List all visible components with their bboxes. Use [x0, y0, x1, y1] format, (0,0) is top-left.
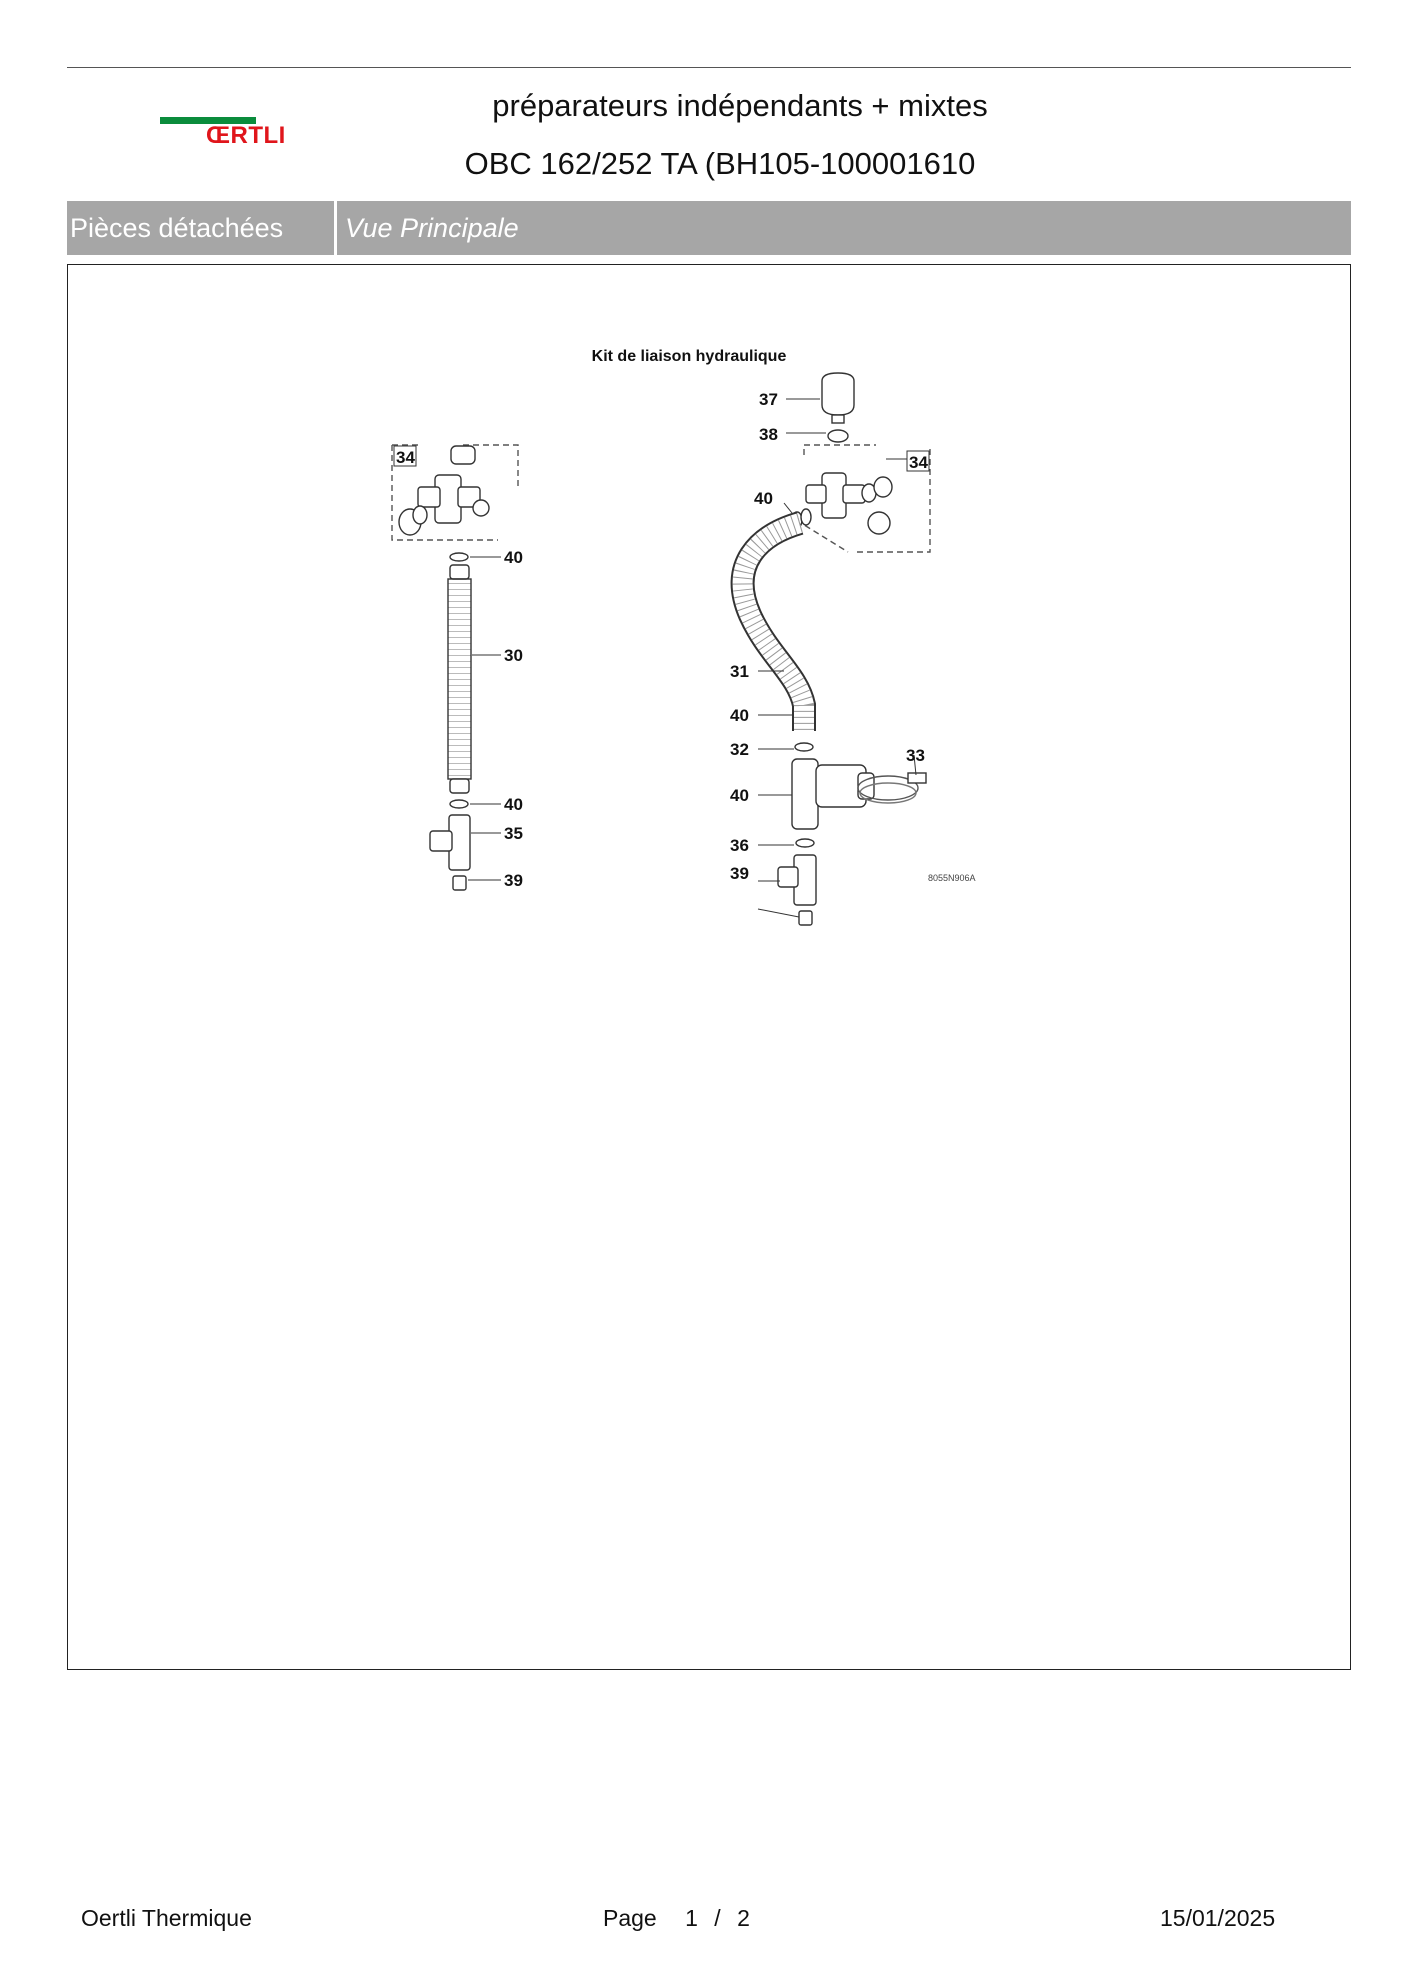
diagram-panel: Kit de liaison hydraulique: [67, 264, 1351, 1670]
model-reference: OBC 162/252 TA (BH105-100001610: [464, 146, 976, 181]
washer-38: [827, 429, 849, 443]
top-rule: [67, 67, 1351, 68]
footer-page-number: Page 1 / 2: [603, 1905, 750, 1932]
oertli-logo: ŒRTLI: [158, 112, 308, 152]
label-36: 36: [730, 836, 749, 855]
flexible-pipe-30: [447, 578, 472, 780]
diagram-title: Kit de liaison hydraulique: [592, 348, 787, 365]
plug-39: [452, 875, 467, 891]
plug-39-right: [798, 910, 813, 926]
label-40-left-b: 40: [504, 795, 523, 814]
footer-date: 15/01/2025: [1160, 1905, 1276, 1931]
power-cable-33: [857, 775, 919, 801]
page-current: 1: [685, 1905, 698, 1931]
left-group-box: [391, 445, 498, 541]
label-38: 38: [759, 425, 778, 444]
label-39-right: 39: [730, 864, 749, 883]
label-40-right-b: 40: [730, 706, 749, 725]
logo-text: ŒRTLI: [206, 122, 286, 149]
left-labels: 34 40 30 40 35 39: [393, 445, 523, 890]
section-label-parts: Pièces détachées: [67, 201, 337, 255]
label-34-left: 34: [396, 448, 415, 467]
label-32: 32: [730, 740, 749, 759]
o-ring-top: [449, 552, 469, 562]
page-separator: /: [714, 1905, 721, 1931]
diagram-reference-code: 8055N906A: [928, 873, 976, 883]
cap-part: [450, 445, 476, 465]
logo-green-bar: [160, 117, 256, 124]
page-label: Page: [603, 1905, 657, 1931]
air-vent-37: [821, 372, 855, 416]
o-ring-bottom: [449, 799, 469, 809]
circulator-pump-32: [791, 758, 819, 830]
right-assembly: [730, 372, 931, 926]
label-35: 35: [504, 824, 523, 843]
section-header-bar: Pièces détachées Vue Principale: [67, 201, 1351, 255]
label-30: 30: [504, 646, 523, 665]
label-34-right: 34: [909, 453, 928, 472]
label-40-right-c: 40: [730, 786, 749, 805]
document-title: préparateurs indépendants + mixtes: [492, 88, 988, 123]
footer-company: Oertli Thermique: [81, 1905, 252, 1931]
section-label-view: Vue Principale: [345, 213, 519, 243]
label-40-right-a: 40: [754, 489, 773, 508]
label-33: 33: [906, 746, 925, 765]
label-40-left-a: 40: [504, 548, 523, 567]
label-31: 31: [730, 662, 749, 681]
page-total: 2: [737, 1905, 750, 1931]
label-37: 37: [759, 390, 778, 409]
left-assembly: [391, 444, 519, 891]
exploded-view-diagram: Kit de liaison hydraulique: [391, 348, 976, 926]
label-39-left: 39: [504, 871, 523, 890]
right-labels: 37 38 34 40 31 40 32 33 40 36 39: [730, 390, 930, 883]
right-group-box: [803, 444, 876, 455]
